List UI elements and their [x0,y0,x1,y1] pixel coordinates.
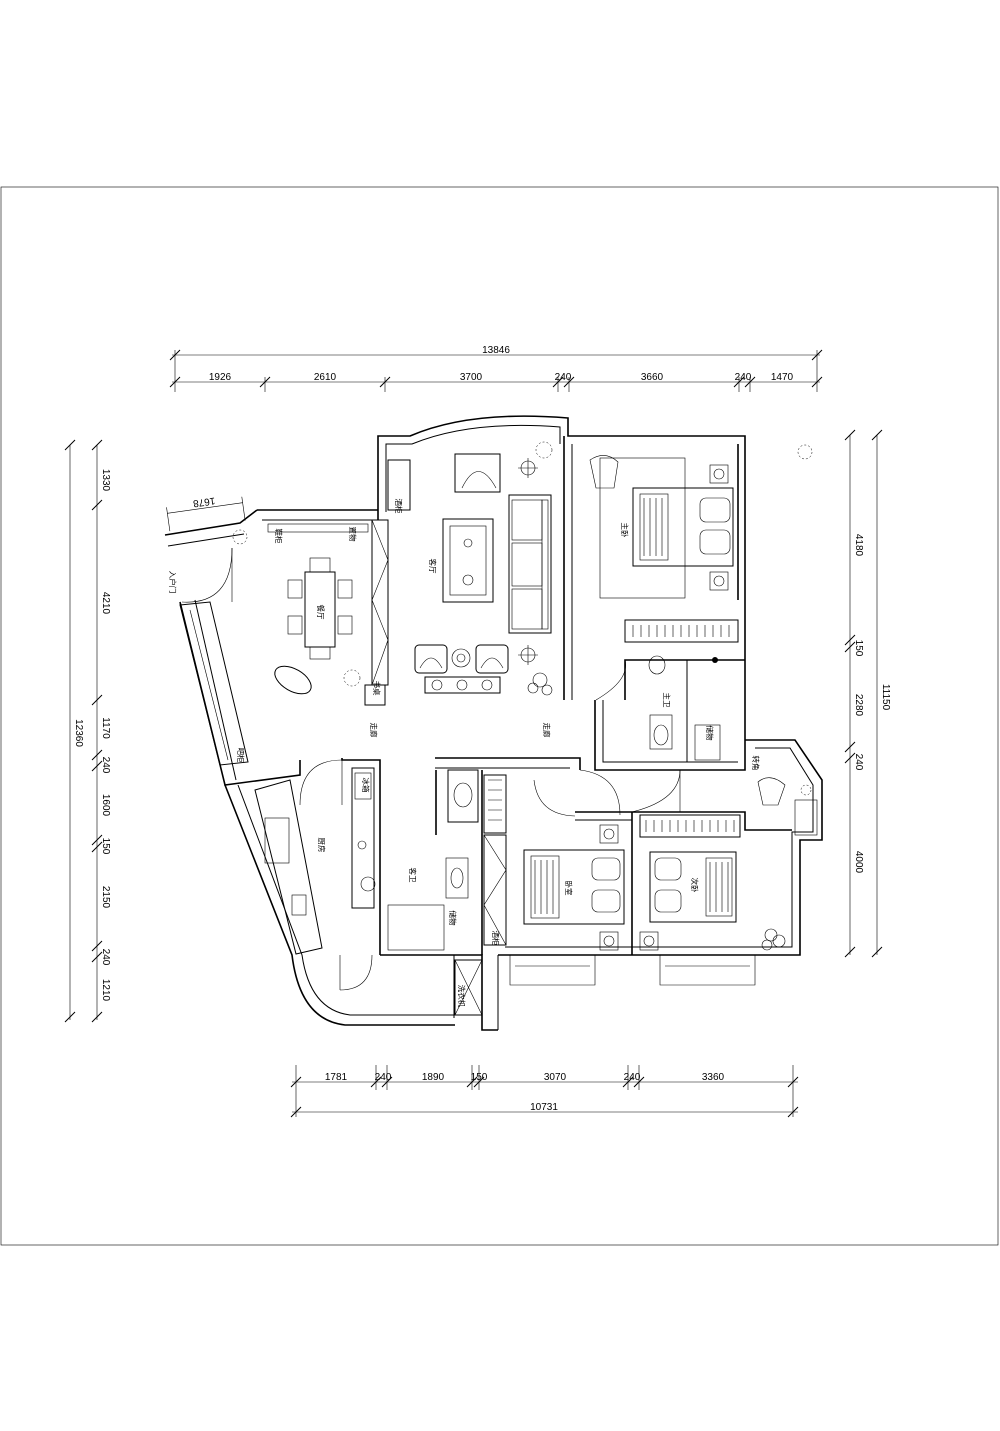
room-master-bedroom-label: 主卧 [620,523,630,538]
bottom-dim-3: 1890 [422,1072,445,1083]
entry-dimension: 1678 [166,495,246,532]
bottom-dim-6: 240 [624,1072,641,1083]
left-dim-8: 240 [100,949,111,966]
fridge-label: 冰箱 [361,778,371,793]
kitchen-counters [254,767,376,955]
drawing-frame [0,186,999,1246]
plants [232,441,813,951]
fixture-labels: 酒柜 鞋柜 置物 书桌 吧柜 储物 转角 冰箱 储物 酒柜 洗衣机 [236,499,761,1008]
study-desk-label: 书桌 [372,681,382,696]
lounge-chairs [414,644,509,694]
room-labels: 客厅 餐厅 主卧 主卫 厨房 客卫 卧室 次卧 走廊 走廊 入户门 [168,523,700,896]
top-dim-7: 1470 [771,372,794,383]
left-dim-1: 1330 [100,469,111,492]
wine-cabinet-bottom-label: 酒柜 [491,931,501,946]
top-dim-1: 1926 [209,372,232,383]
top-dim-4: 240 [555,372,572,383]
master-closet [624,619,739,643]
wine-cabinet-top-label: 酒柜 [394,499,404,514]
room-second-bedroom-label: 次卧 [690,878,700,893]
room-living-label: 客厅 [428,559,438,574]
right-dim-2: 150 [853,640,864,657]
left-dim-3: 1170 [100,717,111,739]
bottom-total-dimension: 10731 [530,1102,558,1113]
bottom-dim-5: 3070 [544,1072,567,1083]
sofa [508,494,552,634]
master-bedroom-furniture [589,455,734,599]
storage-master-label: 储物 [705,726,715,741]
left-dim-4: 240 [100,757,111,774]
bottom-dim-7: 3360 [702,1072,725,1083]
top-dim-2: 2610 [314,372,337,383]
bay-seat-label: 吧柜 [236,748,246,763]
right-total-dimension: 11150 [880,684,891,711]
entry-width-dimension: 1678 [192,495,216,509]
left-dim-7: 2150 [100,886,111,909]
right-dimensions: 4180 150 2280 240 4000 11150 [844,429,891,958]
dining-oval-decor [274,665,312,695]
bottom-dimensions: 1781 240 1890 150 3070 240 3360 10731 [290,1065,799,1118]
room-guest-bath-label: 客卫 [408,868,418,883]
washer-box [454,959,483,1016]
guest-bath-fixtures [387,769,507,951]
left-total-dimension: 12360 [73,719,84,747]
bottom-dim-4: 150 [471,1072,488,1083]
left-dim-9: 1210 [100,979,111,1002]
corridor-right-label: 走廊 [542,723,552,738]
dining-side-cabinet [267,523,369,533]
top-total-dimension: 13846 [482,345,510,356]
top-dim-6: 240 [735,372,752,383]
top-dim-5: 3660 [641,372,664,383]
right-dim-5: 4000 [853,851,864,874]
top-dim-3: 3700 [460,372,483,383]
bottom-dim-1: 1781 [325,1072,348,1083]
washer-label: 洗衣机 [457,985,467,1008]
room-bedroom-label: 卧室 [564,881,574,896]
bedroom-furniture [523,824,625,951]
shoe-cabinet-label: 鞋柜 [274,529,284,544]
shelf-label: 置物 [348,527,358,542]
entrance-label: 入户门 [168,571,178,594]
second-bedroom-furniture [639,814,741,951]
left-dim-6: 150 [100,838,111,855]
top-ticks [169,376,823,392]
bottom-dim-2: 240 [375,1072,392,1083]
right-dim-3: 2280 [853,694,864,717]
storage-guest-label: 储物 [448,911,458,926]
room-dining-label: 餐厅 [316,605,325,620]
corridor-left-label: 走廊 [369,723,379,738]
top-dimensions: 13846 1926 2610 3700 240 3660 240 1470 [169,345,823,392]
living-cabinet [364,459,411,706]
coffee-table [442,518,494,603]
dining-table [287,557,353,660]
bay-chair [757,777,818,836]
left-dim-5: 1600 [100,794,111,817]
doors [181,547,681,991]
master-bath-fixtures [648,655,721,761]
left-dim-2: 4210 [100,592,111,615]
side-lamps [518,458,538,665]
armchair-top [454,453,501,493]
room-kitchen-label: 厨房 [317,838,327,853]
left-dimensions: 1330 4210 1170 240 1600 150 2150 240 121… [64,439,111,1023]
shoe-cabinet [179,601,249,766]
right-dim-4: 240 [853,754,864,771]
right-dim-1: 4180 [853,534,864,557]
fold-bench-label: 转角 [751,756,761,771]
room-master-bath-label: 主卫 [662,693,672,708]
